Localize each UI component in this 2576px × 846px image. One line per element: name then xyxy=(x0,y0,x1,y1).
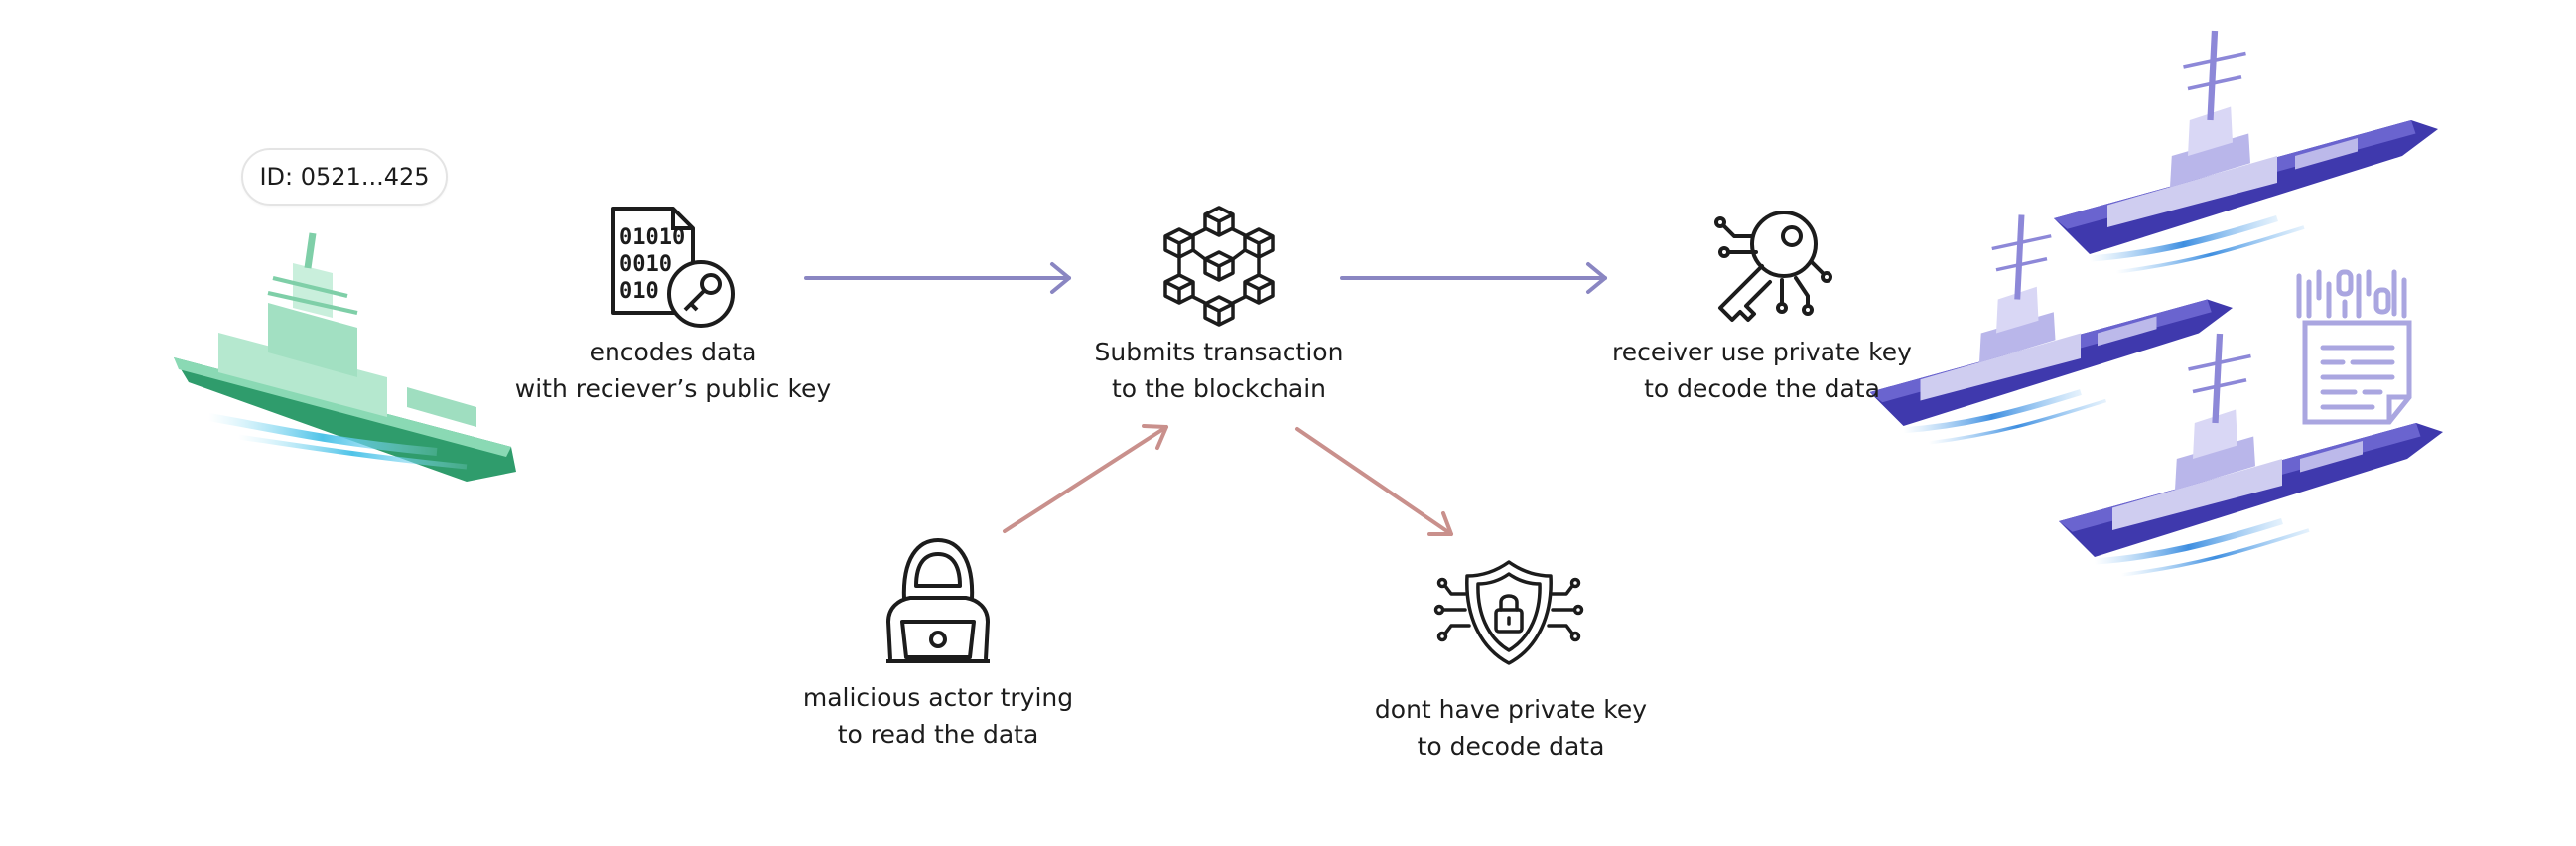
circuit-shield-lock-icon xyxy=(1433,560,1584,665)
arrow-attacker-to-blockchain xyxy=(1003,424,1168,533)
submit-step-line1: Submits transaction xyxy=(1094,338,1344,366)
blocked-step-label: dont have private key to decode data xyxy=(1375,691,1647,765)
decoded-document-icon xyxy=(2296,269,2412,425)
encoded-file-key-icon: 01010 0010 010 xyxy=(611,207,735,328)
svg-text:0010: 0010 xyxy=(619,252,672,277)
receiver-step-label: receiver use private key to decode the d… xyxy=(1612,334,1912,407)
encode-step-label: encodes data with reciever’s public key xyxy=(515,334,831,407)
arrow-blockchain-to-receiver xyxy=(1340,262,1607,294)
submit-step-line2: to the blockchain xyxy=(1111,374,1327,403)
encode-step-line1: encodes data xyxy=(589,338,757,366)
attacker-step-line2: to read the data xyxy=(837,720,1039,749)
encode-step-line2: with reciever’s public key xyxy=(514,374,832,403)
sender-ship xyxy=(174,232,516,482)
blocked-step-line1: dont have private key xyxy=(1374,695,1648,724)
receiver-step-line2: to decode the data xyxy=(1644,374,1880,403)
receiver-step-line1: receiver use private key xyxy=(1612,338,1912,366)
ship-id-badge: ID: 0521...425 xyxy=(241,148,448,206)
arrow-blockchain-to-blocked xyxy=(1295,427,1453,536)
submit-step-label: Submits transaction to the blockchain xyxy=(1095,334,1344,407)
blocked-step-line2: to decode data xyxy=(1417,732,1605,761)
attacker-step-line1: malicious actor trying xyxy=(802,683,1074,712)
receiver-ship xyxy=(1870,215,2234,444)
blockchain-cubes-icon xyxy=(1163,206,1275,327)
hooded-hacker-laptop-icon xyxy=(886,538,990,663)
svg-text:010: 010 xyxy=(619,279,659,304)
receiver-ship xyxy=(2054,31,2438,272)
attacker-step-label: malicious actor trying to read the data xyxy=(803,679,1073,753)
digital-key-icon xyxy=(1714,211,1832,322)
svg-text:01010: 01010 xyxy=(619,225,685,250)
arrow-encode-to-blockchain xyxy=(804,262,1071,294)
